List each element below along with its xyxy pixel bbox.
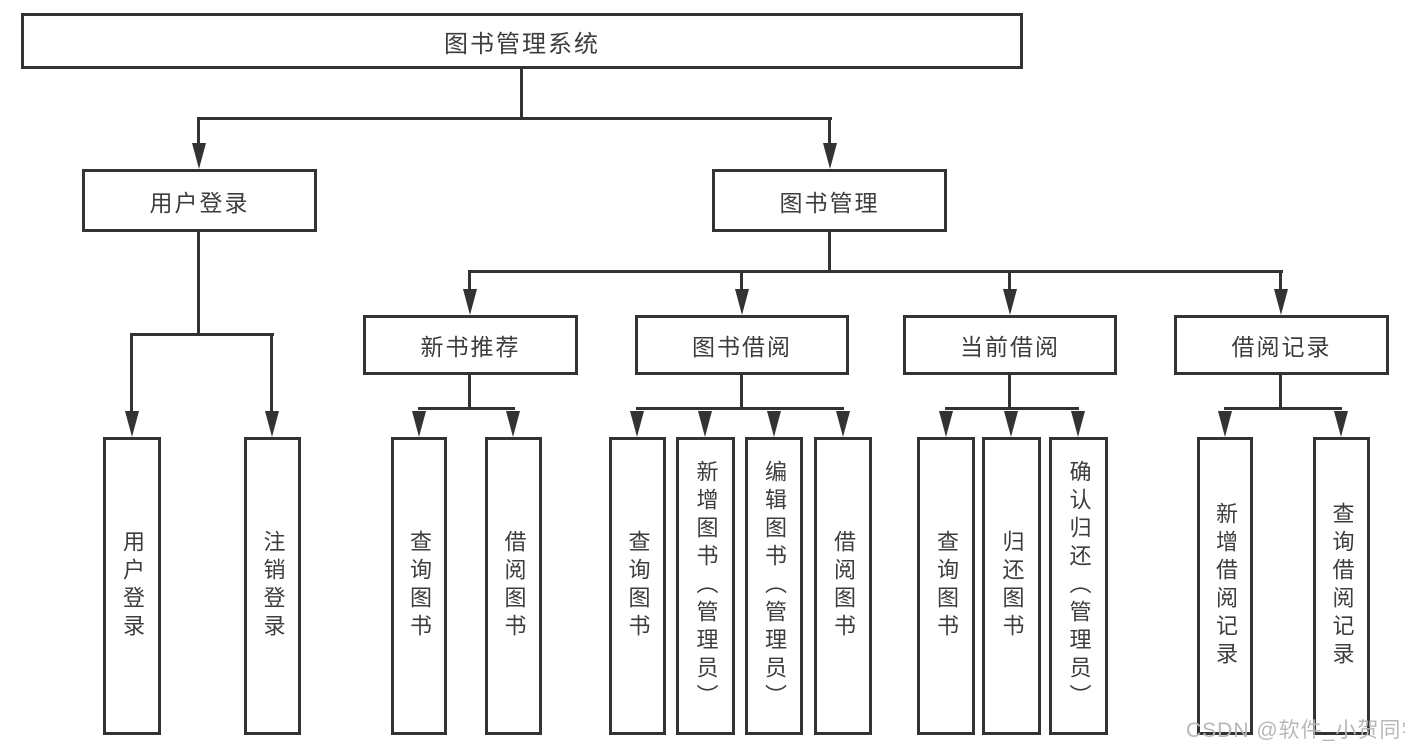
- arrow-down-icon: [192, 143, 206, 169]
- leaf-query-books-current: 查询图书: [917, 437, 975, 735]
- connector-user-login-branch: [131, 333, 274, 336]
- node-current-borrow: 当前借阅: [903, 315, 1117, 375]
- arrow-down-icon: [823, 143, 837, 169]
- connector-leaf-drop: [130, 333, 133, 413]
- node-new-book-recommend: 新书推荐: [363, 315, 578, 375]
- leaf-query-borrow-record: 查询借阅记录: [1313, 437, 1370, 735]
- leaf-add-books-admin: 新增图书（管理员）: [676, 437, 735, 735]
- arrow-down-icon: [1274, 289, 1288, 315]
- leaf-borrow-books-recommend: 借阅图书: [485, 437, 542, 735]
- leaf-return-books: 归还图书: [982, 437, 1041, 735]
- connector-borrow-branch: [636, 407, 844, 410]
- connector-current-stem: [1008, 374, 1011, 410]
- arrow-down-icon: [412, 411, 426, 437]
- leaf-user-login: 用户登录: [103, 437, 161, 735]
- arrow-down-icon: [125, 411, 139, 437]
- arrow-down-icon: [463, 289, 477, 315]
- arrow-down-icon: [767, 411, 781, 437]
- connector-level3-drop: [740, 270, 743, 292]
- node-root-library-system: 图书管理系统: [21, 13, 1023, 69]
- connector-book-management-stem: [828, 231, 831, 273]
- arrow-down-icon: [506, 411, 520, 437]
- arrow-down-icon: [1334, 411, 1348, 437]
- connector-level3-drop: [1008, 270, 1011, 292]
- leaf-confirm-return-admin: 确认归还（管理员）: [1049, 437, 1108, 735]
- connector-leaf-drop: [270, 333, 273, 413]
- leaf-add-borrow-record: 新增借阅记录: [1197, 437, 1253, 735]
- leaf-query-books-borrow: 查询图书: [609, 437, 666, 735]
- arrow-down-icon: [630, 411, 644, 437]
- connector-level3-drop: [468, 270, 471, 292]
- node-borrow-record: 借阅记录: [1174, 315, 1389, 375]
- csdn-watermark: CSDN @软件_小贺同学: [1186, 719, 1405, 742]
- arrow-down-icon: [1003, 289, 1017, 315]
- connector-level3-branch: [469, 270, 1283, 273]
- connector-user-login-stem: [197, 231, 200, 336]
- leaf-borrow-books: 借阅图书: [814, 437, 872, 735]
- node-book-borrow: 图书借阅: [635, 315, 849, 375]
- arrow-down-icon: [939, 411, 953, 437]
- connector-borrow-stem: [740, 374, 743, 410]
- arrow-down-icon: [735, 289, 749, 315]
- arrow-down-icon: [836, 411, 850, 437]
- connector-recommend-branch: [418, 407, 515, 410]
- arrow-down-icon: [1071, 411, 1085, 437]
- connector-record-stem: [1279, 374, 1282, 410]
- leaf-logout: 注销登录: [244, 437, 301, 735]
- connector-level2-branch: [198, 117, 832, 120]
- arrow-down-icon: [1218, 411, 1232, 437]
- connector-root-stem: [520, 68, 523, 119]
- arrow-down-icon: [265, 411, 279, 437]
- node-book-management: 图书管理: [712, 169, 947, 232]
- leaf-edit-books-admin: 编辑图书（管理员）: [745, 437, 803, 735]
- arrow-down-icon: [1004, 411, 1018, 437]
- leaf-query-books-recommend: 查询图书: [391, 437, 447, 735]
- node-user-login: 用户登录: [82, 169, 317, 232]
- connector-user-login-drop: [197, 117, 200, 147]
- connector-current-branch: [945, 407, 1079, 410]
- connector-book-management-drop: [828, 117, 831, 147]
- arrow-down-icon: [698, 411, 712, 437]
- connector-record-branch: [1224, 407, 1342, 410]
- connector-level3-drop: [1279, 270, 1282, 292]
- connector-recommend-stem: [468, 374, 471, 410]
